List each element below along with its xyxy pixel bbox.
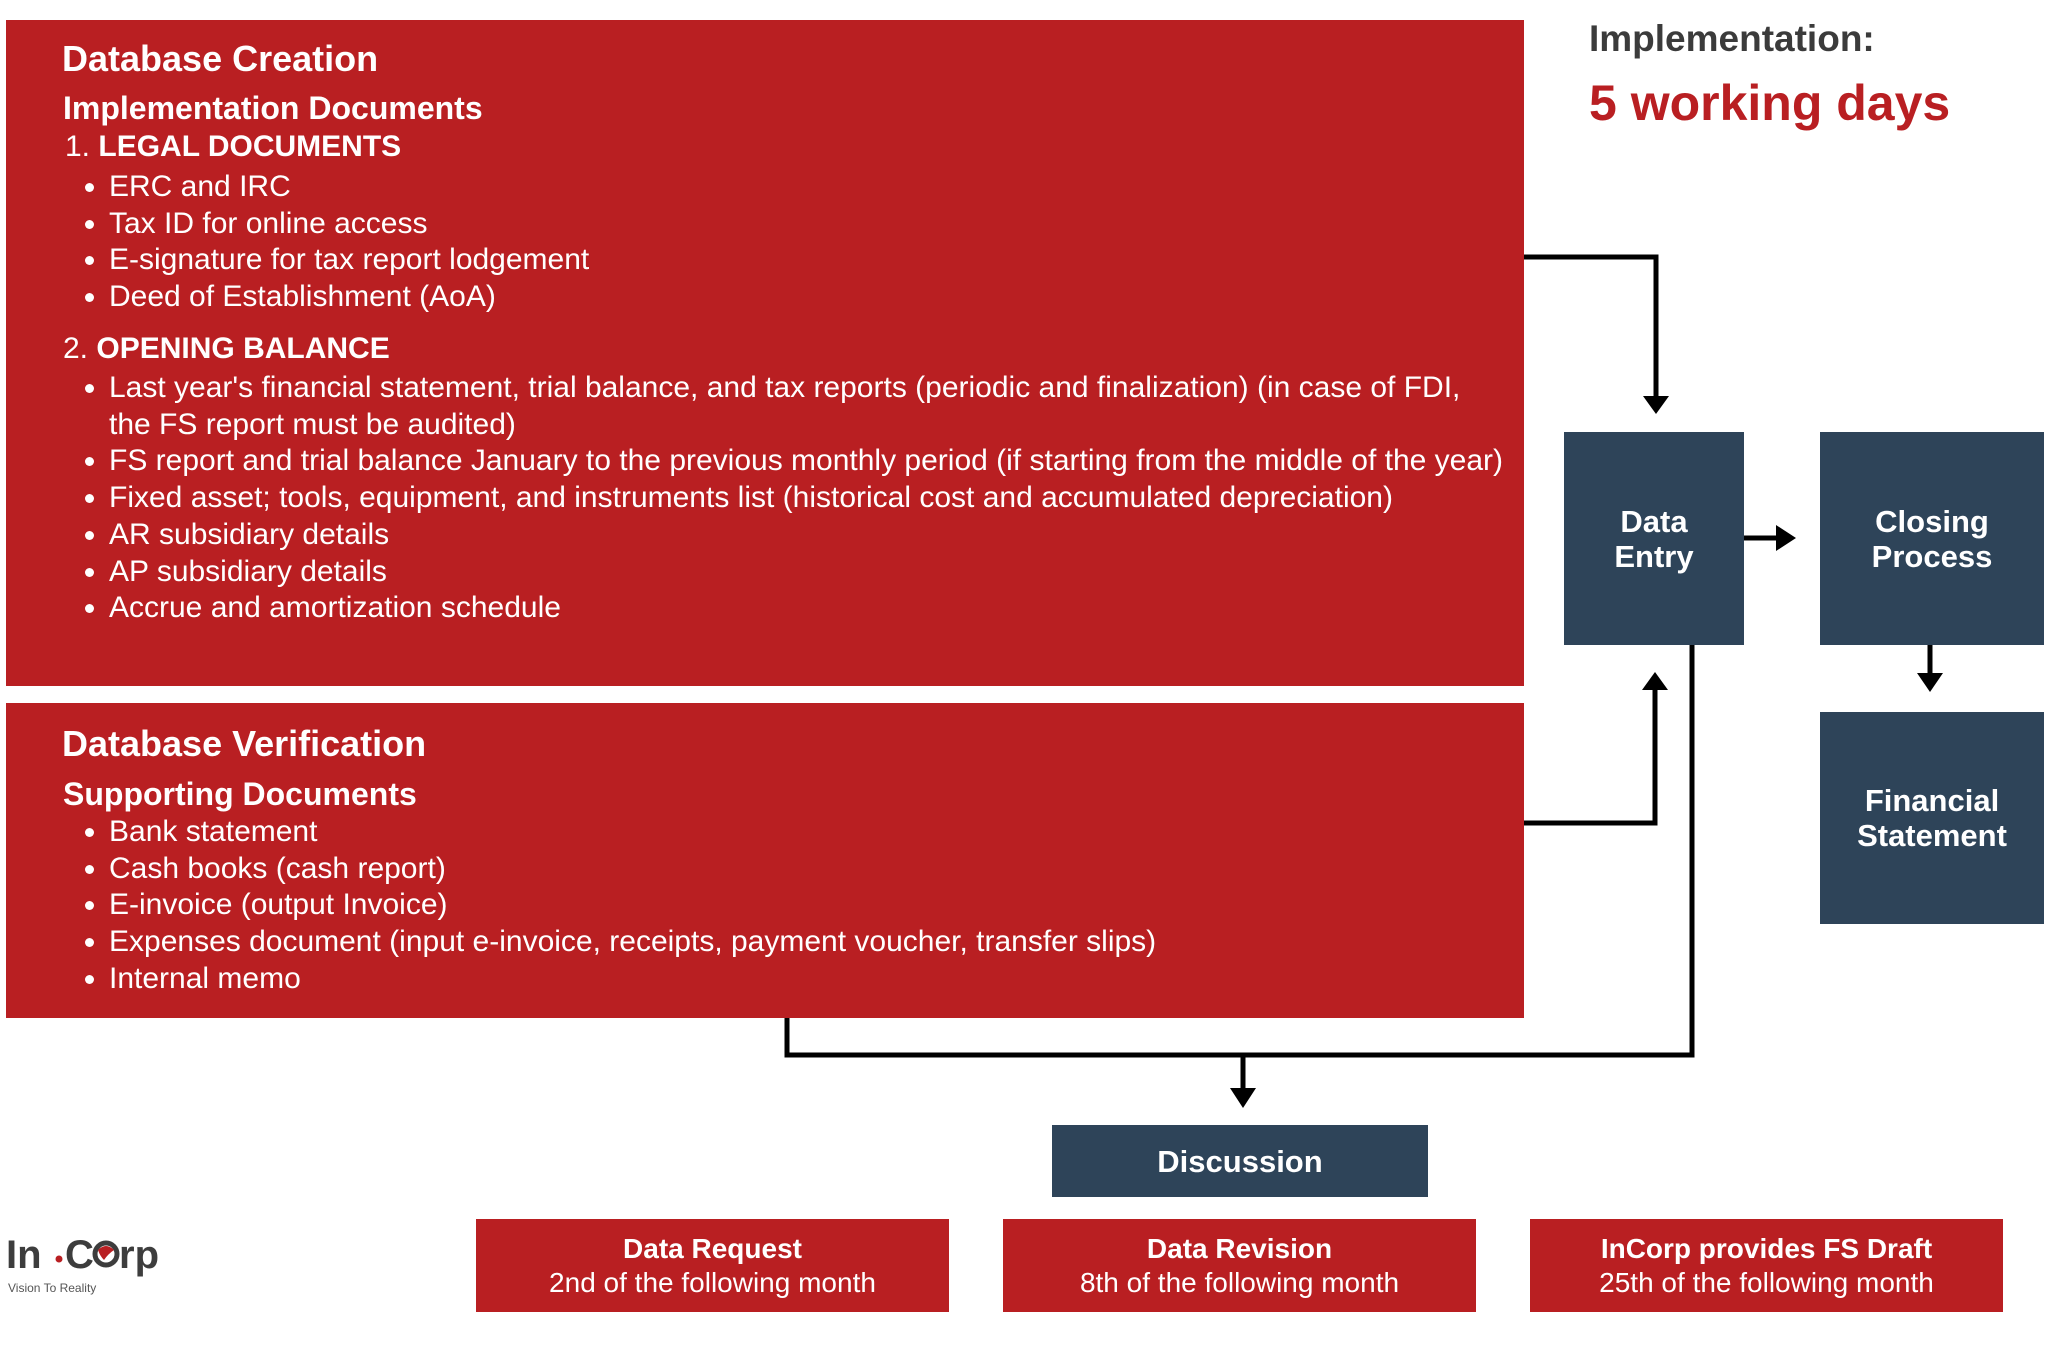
list-item: Last year's financial statement, trial b… [109,370,1509,443]
list-item: Expenses document (input e-invoice, rece… [109,924,1509,961]
database-verification-title: Database Verification [62,723,427,764]
discussion-node: Discussion [1052,1125,1428,1197]
step-fs-draft: InCorp provides FS Draft 25th of the fol… [1530,1219,2003,1312]
step-date: 2nd of the following month [549,1266,876,1298]
section-number: 2. [63,332,89,365]
list-item: Cash books (cash report) [109,851,1509,888]
implementation-label: Implementation: [1589,18,1875,59]
step-data-revision: Data Revision 8th of the following month [1003,1219,1476,1312]
supporting-documents-subtitle: Supporting Documents [63,776,417,812]
svg-text:Vision To Reality: Vision To Reality [8,1281,96,1295]
step-title: Data Revision [1146,1232,1333,1264]
implementation-duration: 5 working days [1589,75,1951,131]
incorp-logo: In C rp Vision To Reality [6,1233,159,1295]
svg-text:In: In [6,1233,42,1277]
section-title: LEGAL DOCUMENTS [98,130,402,163]
list-item: Deed of Establishment (AoA) [109,279,1509,316]
list-item: E-invoice (output Invoice) [109,887,1509,924]
arrowhead-entry-bottom [1642,672,1668,690]
closing-process-node: Closing Process [1820,432,2044,645]
list-item: Bank statement [109,814,1509,851]
list-item: AR subsidiary details [109,517,1509,554]
data-entry-node: Data Entry [1564,432,1744,645]
financial-statement-label: Financial Statement [1857,783,2007,853]
supporting-documents-list: Bank statementCash books (cash report)E-… [65,814,1509,998]
step-title: InCorp provides FS Draft [1600,1232,1933,1264]
list-item: E-signature for tax report lodgement [109,242,1509,279]
closing-process-label: Closing Process [1871,503,1993,574]
creation-to-entry-connector [1524,254,1659,398]
legal-documents-list: ERC and IRCTax ID for online accessE-sig… [65,169,1509,316]
financial-statement-node: Financial Statement [1820,712,2044,924]
list-item: Fixed asset; tools, equipment, and instr… [109,480,1509,517]
step-date: 8th of the following month [1079,1266,1400,1298]
list-item: ERC and IRC [109,169,1509,206]
database-verification-panel: Database Verification Supporting Documen… [6,703,1524,1018]
list-item: Accrue and amortization schedule [109,590,1509,627]
to-discussion-connector [784,644,1695,1058]
database-creation-panel: Database Creation Implementation Documen… [6,20,1524,686]
list-item: Internal memo [109,961,1509,998]
arrowhead-closing [1776,525,1796,551]
section-number: 1. [65,130,91,163]
list-item: FS report and trial balance January to t… [109,443,1509,480]
list-item: AP subsidiary details [109,554,1509,591]
legal-documents-heading: 1. LEGAL DOCUMENTS [65,130,401,164]
arrowhead-statement [1917,673,1943,692]
opening-balance-heading: 2. OPENING BALANCE [63,332,390,366]
step-data-request: Data Request 2nd of the following month [476,1219,949,1312]
step-title: Data Request [623,1232,802,1264]
opening-balance-list: Last year's financial statement, trial b… [65,370,1509,627]
svg-text:C: C [65,1233,94,1277]
implementation-documents-subtitle: Implementation Documents [63,90,483,126]
arrowhead-discussion [1230,1088,1256,1108]
svg-text:rp: rp [119,1233,159,1277]
data-entry-label: Data Entry [1614,503,1694,574]
arrowhead-entry-top [1643,396,1669,414]
discussion-label: Discussion [1157,1143,1323,1179]
section-title: OPENING BALANCE [96,332,390,365]
list-item: Tax ID for online access [109,206,1509,243]
database-creation-title: Database Creation [62,38,379,79]
verification-to-entry-connector [1524,690,1658,826]
step-date: 25th of the following month [1599,1266,1934,1298]
